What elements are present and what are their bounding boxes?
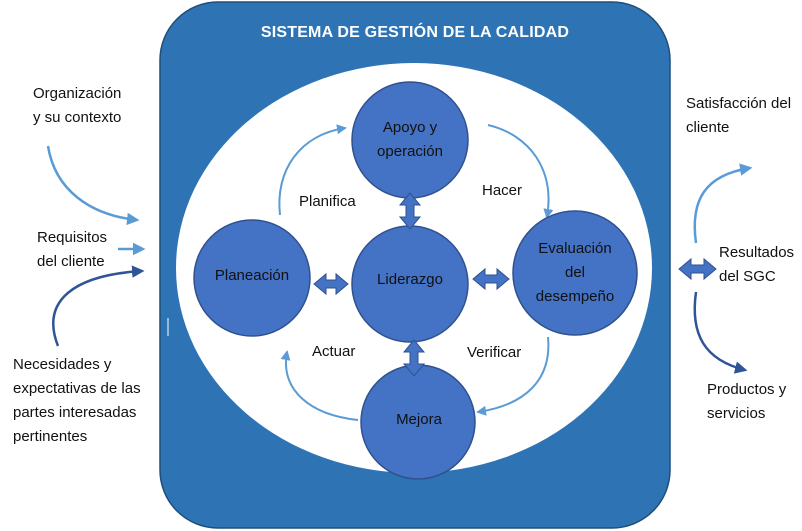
- input-organizacion: Organización y su contexto: [33, 85, 122, 126]
- arrow-planifica: [278, 124, 347, 216]
- input-requisitos: Requisitos del cliente: [37, 229, 108, 270]
- arrow-necesidades: [52, 265, 145, 347]
- arrow-hacer: [487, 124, 554, 219]
- diagram-title: SISTEMA DE GESTIÓN DE LA CALIDAD: [260, 24, 570, 41]
- arrow-satisfaccion: [693, 163, 753, 244]
- output-resultados: Resultados del SGC: [719, 244, 795, 285]
- node-evaluacion: [512, 210, 638, 336]
- cycle-label-planifica: Planifica: [299, 193, 356, 210]
- output-satisfaccion: Satisfacción del cliente: [686, 95, 792, 132]
- arrow-actuar: [280, 350, 359, 421]
- connector-liderazgo-mejora: [402, 339, 426, 377]
- input-necesidades: Necesidades y expectativas de las partes…: [13, 356, 141, 445]
- connector-liderazgo-evaluacion: [472, 267, 510, 291]
- arrow-productos: [693, 291, 748, 374]
- node-label-mejora: Mejora: [396, 411, 442, 428]
- connector-resultados: [678, 257, 717, 281]
- arrow-verificar: [476, 336, 550, 416]
- node-label-liderazgo: Liderazgo: [377, 271, 443, 288]
- connector-apoyo-liderazgo: [398, 192, 422, 230]
- node-label-evaluacion: Evaluación del desempeño: [535, 240, 615, 305]
- node-label-apoyo: Apoyo y operación: [377, 119, 443, 160]
- arrow-organizacion: [46, 145, 140, 226]
- output-productos: Productos y servicios: [707, 381, 787, 422]
- cycle-label-actuar: Actuar: [312, 343, 356, 360]
- node-planeacion: [193, 219, 311, 337]
- cycle-label-hacer: Hacer: [482, 182, 523, 199]
- node-label-planeacion: Planeación: [214, 267, 290, 284]
- connector-planeacion-liderazgo: [313, 272, 349, 296]
- cycle-label-verificar: Verificar: [467, 344, 522, 361]
